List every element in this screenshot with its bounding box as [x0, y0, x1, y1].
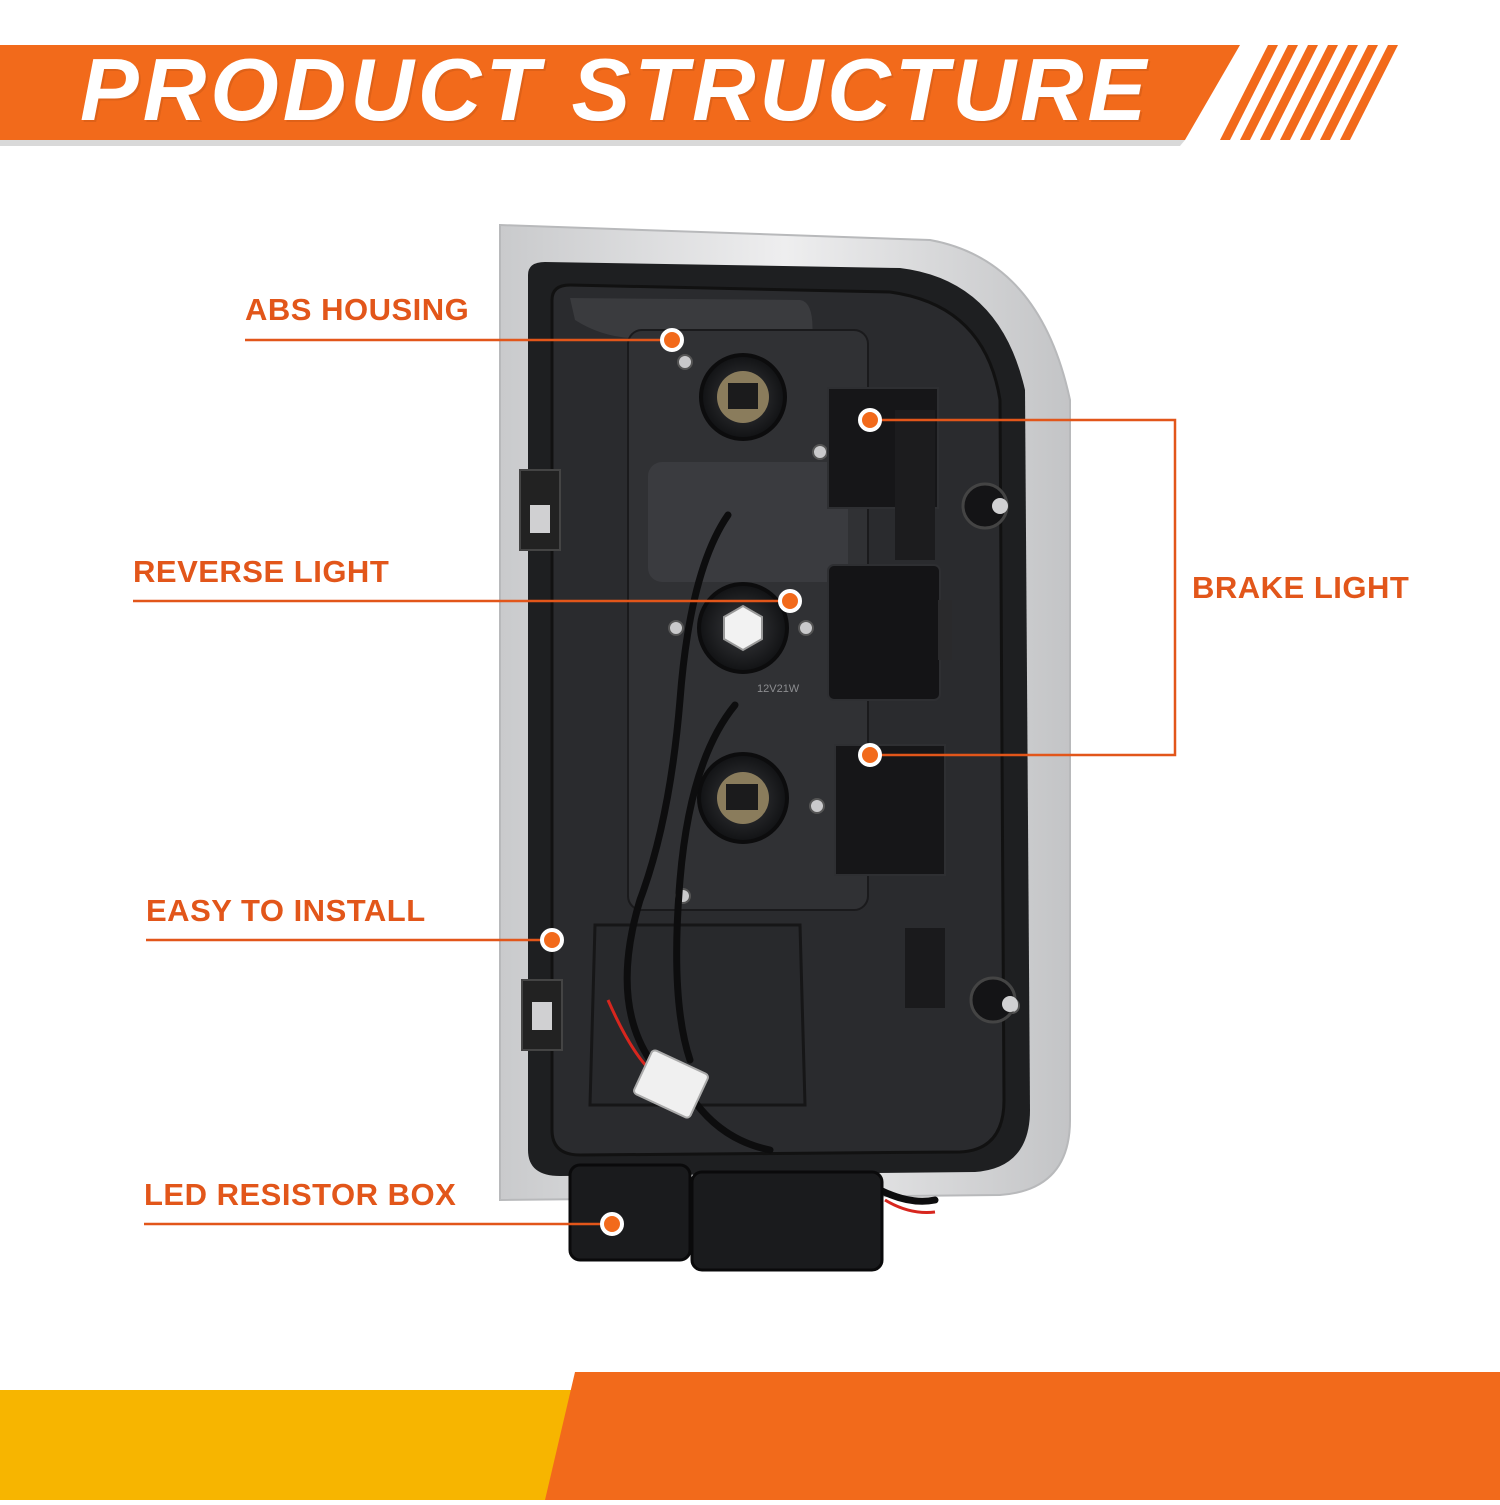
callout-lines — [133, 338, 1177, 1226]
white-connector — [633, 1049, 709, 1119]
brake-block-middle — [827, 564, 941, 701]
tail-light-assembly: 12V21W — [499, 223, 1071, 1272]
left-clip-lower-insert — [532, 1002, 552, 1030]
led-resistor-box-dot — [600, 1212, 624, 1236]
brake-block-lower-tab — [905, 928, 945, 1008]
banner-bar-shadow — [0, 140, 1185, 146]
callout-label-abs-housing: ABS HOUSING — [245, 292, 470, 327]
upper-socket-clip — [728, 383, 758, 409]
reverse-light-dot — [778, 589, 802, 613]
banner-stripes — [1220, 45, 1398, 140]
bottom-band-yellow — [0, 1390, 600, 1500]
brake-block-upper-tab — [895, 410, 935, 560]
abs-housing-dot — [660, 328, 684, 352]
resistor-box-right — [690, 1170, 884, 1272]
bottom-band-orange — [545, 1372, 1500, 1500]
reverse-socket-hex — [723, 604, 763, 652]
lower-bolt-cap — [1002, 996, 1018, 1012]
brake-block-lower — [834, 744, 946, 876]
banner-bar — [0, 45, 1240, 140]
brake-light-bracket — [870, 418, 1177, 757]
callout-label-easy-to-install: EASY TO INSTALL — [146, 893, 426, 928]
lower-socket-clip — [726, 784, 758, 810]
upper-bolt-cap — [992, 498, 1008, 514]
callout-label-brake-light: BRAKE LIGHT — [1192, 570, 1410, 605]
easy-to-install-dot — [540, 928, 564, 952]
callout-label-led-resistor-box: LED RESISTOR BOX — [144, 1177, 457, 1212]
wiring-harness — [623, 511, 939, 1205]
resistor-box-left — [568, 1163, 692, 1262]
bottom-band — [0, 1372, 1500, 1500]
banner-title: PRODUCT STRUCTURE — [80, 40, 1151, 139]
left-clip-upper-insert — [530, 505, 550, 533]
callout-dots — [540, 328, 882, 1236]
top-banner — [0, 45, 1398, 146]
callout-label-reverse-light: REVERSE LIGHT — [133, 554, 390, 589]
brake-light-dot-lower — [858, 743, 882, 767]
brake-light-dot-upper — [858, 408, 882, 432]
brake-block-middle-tab — [938, 600, 952, 660]
bulb-marking-text: 12V21W — [757, 683, 800, 695]
lower-compartment — [588, 923, 807, 1107]
center-plate-recess — [648, 462, 848, 582]
